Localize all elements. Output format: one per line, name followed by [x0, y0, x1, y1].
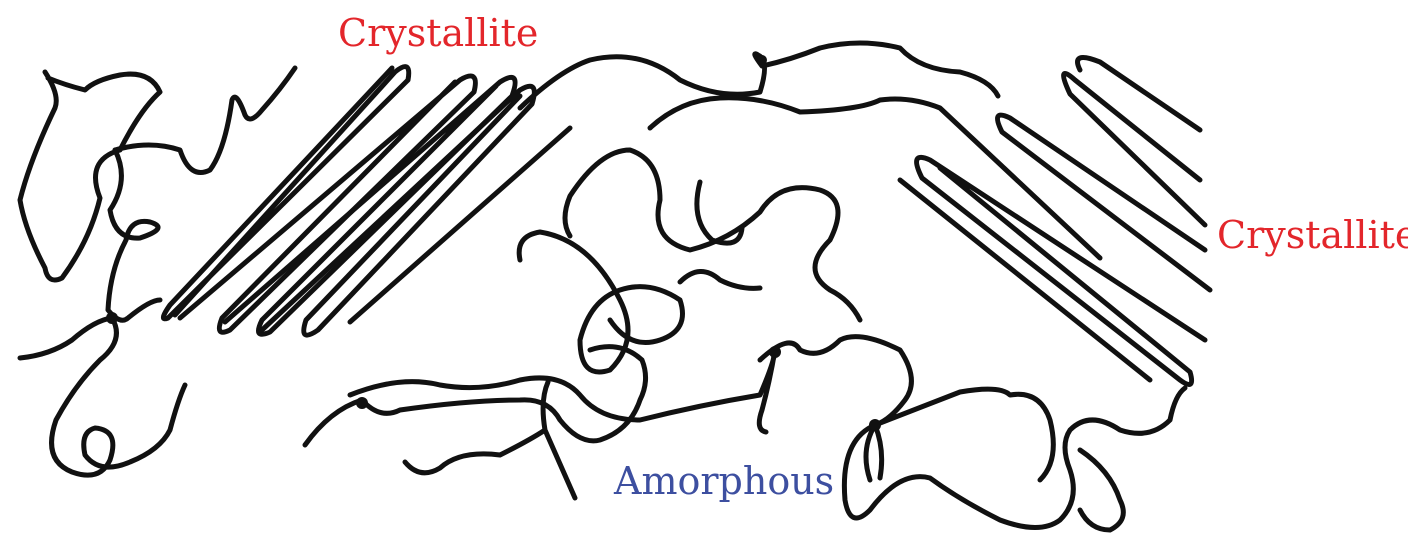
chain-left-coil	[20, 72, 160, 280]
crystallite-lamellae-right	[900, 58, 1210, 385]
knot-center	[769, 346, 781, 358]
chain-center-loop	[519, 232, 682, 372]
knot-left	[106, 312, 118, 324]
crystallite-label-top: Crystallite	[338, 14, 538, 52]
amorphous-label: Amorphous	[614, 462, 834, 500]
chain-left-bottom	[20, 318, 185, 475]
lamella-right-fold-4	[917, 157, 1205, 384]
crystallite-lamellae-left	[163, 67, 570, 336]
chain-middle-top	[650, 98, 1100, 258]
knot-bottom-left	[356, 397, 368, 409]
chain-center-right	[680, 182, 760, 288]
chain-left-top-tail	[115, 68, 295, 173]
knot-top	[757, 55, 767, 65]
chain-bottom-left	[305, 347, 646, 445]
knot-bottom-right	[869, 419, 881, 431]
crystallite-label-right: Crystallite	[1217, 216, 1408, 254]
chain-right-end	[1080, 450, 1123, 530]
chain-left-wiggle	[108, 150, 160, 320]
